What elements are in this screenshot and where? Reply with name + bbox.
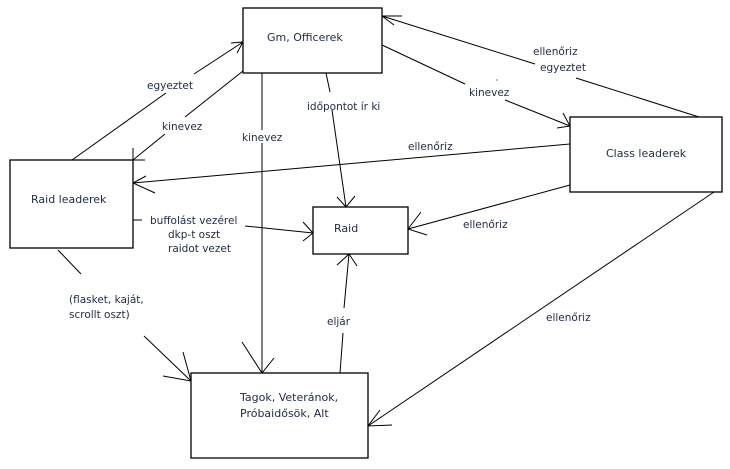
- edge-label-ellenoriz: ellenőriz: [533, 46, 578, 58]
- edge-label-kinevez: kinevez: [242, 132, 283, 144]
- edge-raid-leaders-to-gm: egyeztet: [71, 41, 244, 161]
- edge-label-raidot-vezet: raidot vezet: [168, 243, 231, 255]
- edge-label-dkp: dkp-t oszt: [168, 229, 220, 241]
- arrowhead-icon: [131, 175, 156, 194]
- node-tagok[interactable]: Tagok, Veteránok, Próbaidősök, Alt: [190, 372, 369, 459]
- arrowhead-icon: [336, 253, 358, 267]
- edge-class-leaders-to-raid: ellenőriz: [407, 184, 571, 236]
- edge-label-idopontot-ir-ki: időpontot ír ki: [307, 101, 380, 113]
- edge-gm-to-members: kinevez: [241, 73, 283, 374]
- edge-class-leaders-to-raid-leaders: ellenőriz: [131, 141, 571, 194]
- arrowhead-icon: [241, 341, 275, 374]
- arrowhead-icon: [302, 221, 314, 242]
- edge-raid-leaders-to-raid: buffolást vezérel dkp-t oszt raidot veze…: [133, 215, 314, 255]
- node-label: Raid: [334, 222, 358, 235]
- node-label-line-2: Próbaidősök, Alt: [240, 407, 329, 420]
- edge-label-egyeztet: egyeztet: [147, 80, 193, 92]
- edge-label-flasket: (flasket, kaját,: [69, 294, 144, 306]
- arrowhead-icon: [407, 211, 428, 236]
- edge-gm-to-raid: időpontot ír ki: [307, 72, 380, 208]
- edge-members-to-raid: eljár: [327, 253, 358, 374]
- node-gm-officerek[interactable]: Gm, Officerek: [242, 7, 383, 74]
- node-label: Class leaderek: [606, 147, 687, 160]
- edge-label-kinevez: kinevez: [162, 121, 203, 133]
- node-label: Raid leaderek: [31, 193, 107, 206]
- edge-label-ellenoriz: ellenőriz: [408, 141, 453, 153]
- edge-raid-leaders-to-members: (flasket, kaját, scrollt oszt): [57, 249, 192, 382]
- edge-class-leaders-to-members: ellenőriz: [366, 191, 715, 427]
- edge-class-leaders-to-gm: ellenőriz egyeztet: [380, 15, 700, 118]
- node-class-leaderek[interactable]: Class leaderek: [569, 116, 723, 193]
- node-raid-leaderek[interactable]: Raid leaderek: [9, 159, 134, 249]
- node-label-line-1: Tagok, Veteránok,: [239, 391, 338, 404]
- edge-label-buffolast: buffolást vezérel: [150, 215, 237, 227]
- edge-label-ellenoriz: ellenőriz: [463, 219, 508, 231]
- edge-gm-to-raid-leaders: kinevez: [132, 70, 244, 161]
- edge-label-scrollt: scrollt oszt): [69, 309, 130, 321]
- node-label: Gm, Officerek: [267, 31, 343, 44]
- edge-label-egyeztet: egyeztet: [540, 62, 586, 74]
- edge-label-eljar: eljár: [327, 316, 351, 328]
- edge-label-ellenoriz: ellenőriz: [546, 312, 591, 324]
- node-raid[interactable]: Raid: [312, 206, 409, 255]
- edge-label-kinevez: kinevez: [469, 87, 510, 99]
